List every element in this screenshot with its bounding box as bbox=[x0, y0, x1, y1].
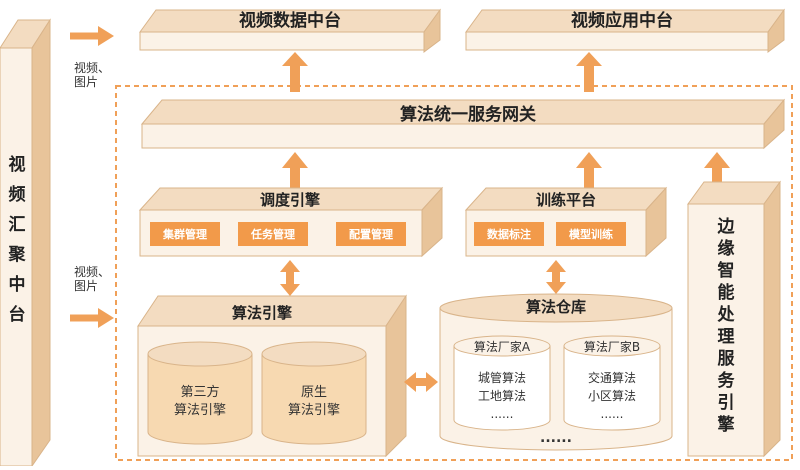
vendor-a-items: 城管算法工地算法...... bbox=[478, 370, 526, 421]
native-engine-label: 原生算法引擎 bbox=[288, 385, 340, 418]
arrow-gateway-to-data bbox=[282, 52, 308, 92]
scheduler-tag-bg bbox=[336, 222, 406, 246]
vendor-b-item: 小区算法 bbox=[588, 388, 636, 403]
vendor-a-cylinder bbox=[453, 335, 551, 431]
scheduler-tags: 集群管理 任务管理 配置管理 bbox=[150, 222, 406, 246]
vendor-b-cylinder bbox=[563, 335, 661, 431]
warehouse-more: ...... bbox=[540, 430, 572, 446]
video-data-platform-label: 视频数据中台 bbox=[239, 10, 341, 31]
training-tag-label: 数据标注 bbox=[487, 227, 531, 241]
third-party-engine-cylinder bbox=[147, 341, 253, 445]
video-app-platform-label: 视频应用中台 bbox=[571, 10, 673, 31]
scheduler-tag-label: 配置管理 bbox=[349, 227, 393, 241]
left-platform-label: 视频汇聚中台 bbox=[8, 154, 27, 325]
vendor-b-items: 交通算法小区算法...... bbox=[588, 370, 636, 421]
vendor-b-item: 交通算法 bbox=[588, 370, 636, 385]
side-arrow-top bbox=[70, 26, 114, 46]
edge-engine-label: 边缘智能处理服务引擎 bbox=[717, 217, 736, 435]
vendor-a-item: 工地算法 bbox=[478, 388, 526, 403]
side-label-top: 视频、图片 bbox=[74, 60, 110, 89]
arrow-scheduler-engine bbox=[280, 260, 300, 296]
training-tag-bg bbox=[474, 222, 544, 246]
warehouse-title: 算法仓库 bbox=[526, 298, 586, 316]
arrow-training-warehouse bbox=[546, 260, 566, 294]
scheduler-tag-label: 集群管理 bbox=[162, 227, 207, 241]
vendor-a-title: 算法厂家A bbox=[474, 339, 531, 354]
native-engine-cylinder bbox=[261, 341, 367, 445]
arrow-gateway-to-app bbox=[576, 52, 602, 92]
training-tag-bg bbox=[556, 222, 626, 246]
algo-engine-title: 算法引擎 bbox=[232, 304, 292, 322]
arrow-edge-to-gateway bbox=[704, 152, 730, 190]
arrow-training-to-gateway bbox=[576, 152, 602, 188]
side-arrow-bottom bbox=[70, 308, 114, 328]
gateway-label: 算法统一服务网关 bbox=[399, 104, 536, 125]
vendor-b-title: 算法厂家B bbox=[584, 339, 640, 354]
training-tags: 数据标注 模型训练 bbox=[474, 222, 626, 246]
left-platform-box bbox=[0, 18, 51, 468]
scheduler-tag-label: 任务管理 bbox=[250, 227, 295, 241]
dashed-boundary bbox=[115, 85, 793, 461]
edge-engine-box bbox=[687, 180, 781, 458]
side-label-bottom: 视频、图片 bbox=[74, 264, 110, 293]
scheduler-title: 调度引擎 bbox=[260, 191, 320, 209]
vendor-b-item: ...... bbox=[601, 407, 624, 421]
training-tag-label: 模型训练 bbox=[569, 227, 613, 241]
video-data-platform-box bbox=[139, 8, 441, 53]
scheduler-tag-bg bbox=[150, 222, 220, 246]
scheduler-tag-bg bbox=[238, 222, 308, 246]
video-app-platform-box bbox=[465, 8, 785, 53]
arrow-engine-warehouse bbox=[404, 372, 438, 392]
vendor-a-item: ...... bbox=[491, 407, 514, 421]
arrow-scheduler-to-gateway bbox=[282, 152, 308, 188]
third-party-engine-label: 第三方算法引擎 bbox=[174, 384, 226, 418]
vendor-a-item: 城管算法 bbox=[478, 370, 526, 385]
training-title: 训练平台 bbox=[536, 191, 596, 209]
gateway-box bbox=[140, 98, 786, 150]
